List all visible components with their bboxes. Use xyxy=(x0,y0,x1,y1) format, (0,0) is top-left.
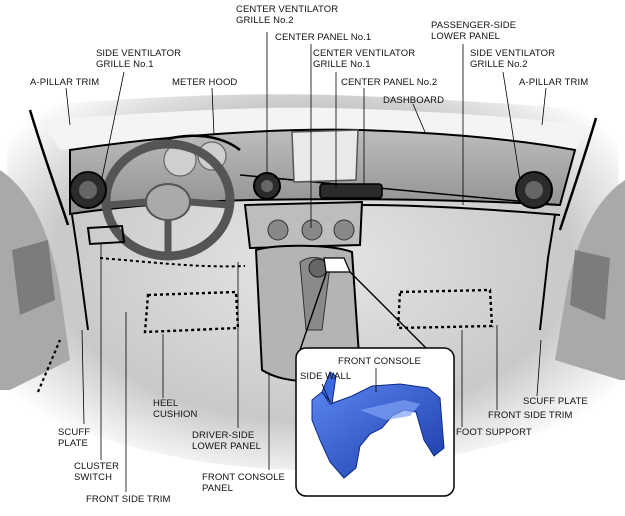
label-front-console-panel: FRONT CONSOLE PANEL xyxy=(202,472,285,494)
label-heel-cushion: HEEL CUSHION xyxy=(153,398,198,420)
label-scuff-plate-right: SCUFF PLATE xyxy=(523,396,588,407)
a-pillar-trim-left xyxy=(28,109,70,226)
label-center-panel-1: CENTER PANEL No.1 xyxy=(275,32,372,43)
label-foot-support: FOOT SUPPORT xyxy=(456,427,532,438)
label-front-side-trim-left: FRONT SIDE TRIM xyxy=(86,494,171,505)
front-side-trim-left-edge xyxy=(71,214,89,331)
label-side-wall: SIDE WALL xyxy=(300,371,352,382)
inset-source-marker xyxy=(323,257,351,273)
label-scuff-plate-left: SCUFF PLATE xyxy=(58,427,91,449)
label-driver-side-lower-panel: DRIVER-SIDE LOWER PANEL xyxy=(192,430,262,452)
side-vent-right xyxy=(515,171,553,209)
label-meter-hood: METER HOOD xyxy=(172,77,238,88)
label-a-pillar-trim-right: A-PILLAR TRIM xyxy=(519,77,589,88)
center-vent-1 xyxy=(319,183,383,199)
passenger-lower-panel-edge xyxy=(361,204,561,216)
center-vent-2 xyxy=(253,172,281,200)
steering-wheel xyxy=(101,139,235,261)
label-center-ventilator-grille-2: CENTER VENTILATOR GRILLE No.2 xyxy=(236,4,339,26)
label-front-console: FRONT CONSOLE xyxy=(338,356,421,367)
leader-lines xyxy=(65,32,547,492)
label-center-ventilator-grille-1: CENTER VENTILATOR GRILLE No.1 xyxy=(313,48,416,70)
label-front-side-trim-right: FRONT SIDE TRIM xyxy=(488,410,573,421)
side-wall-leader xyxy=(321,383,331,403)
label-center-panel-2: CENTER PANEL No.2 xyxy=(341,77,438,88)
center-panel xyxy=(243,200,364,250)
label-a-pillar-trim-left: A-PILLAR TRIM xyxy=(30,77,100,88)
center-display xyxy=(291,129,359,183)
front-console-part xyxy=(311,371,445,479)
side-vent-left xyxy=(69,171,107,209)
heel-cushion-outline xyxy=(143,290,240,334)
label-side-ventilator-grille-1: SIDE VENTILATOR GRILLE No.1 xyxy=(96,48,182,70)
a-pillar-trim-right xyxy=(558,117,598,231)
cluster-switch-outline xyxy=(86,224,126,246)
label-side-ventilator-grille-2: SIDE VENTILATOR GRILLE No.2 xyxy=(470,48,556,70)
driver-lower-panel-edge xyxy=(99,257,246,268)
front-side-trim-right-edge xyxy=(539,214,556,331)
label-cluster-switch: CLUSTER SWITCH xyxy=(74,461,120,483)
foot-support-outline xyxy=(396,288,494,330)
label-dashboard: DASHBOARD xyxy=(383,95,445,106)
label-passenger-side-lower-panel: PASSENGER-SIDE LOWER PANEL xyxy=(431,20,517,42)
